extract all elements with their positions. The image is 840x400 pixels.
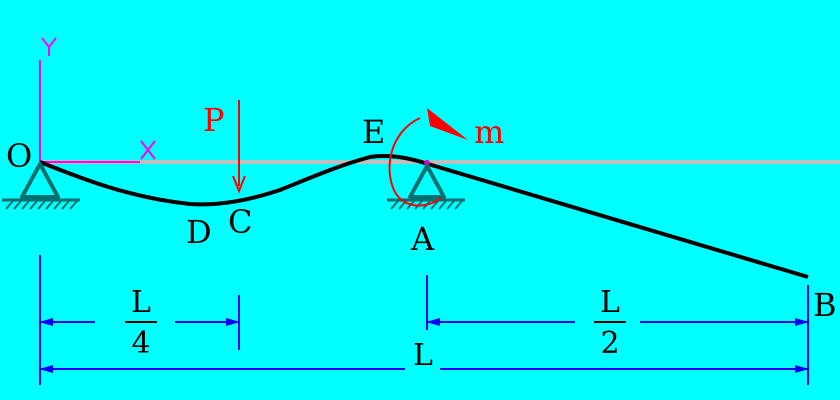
dim-quarter-denominator: 4 xyxy=(131,326,150,361)
force-p-head xyxy=(232,175,246,194)
support-o-triangle xyxy=(20,162,60,199)
support-a-triangle xyxy=(408,164,446,199)
support-o xyxy=(2,162,80,210)
label-point-c: C xyxy=(228,203,252,241)
coordinate-axes xyxy=(39,37,156,163)
moment-m-arc xyxy=(388,117,442,207)
label-point-b: B xyxy=(813,286,837,324)
support-a-pin xyxy=(424,160,430,166)
x-axis-glyph xyxy=(140,140,156,160)
label-origin-o: O xyxy=(6,137,32,175)
dim-half-numerator: L xyxy=(600,285,620,320)
label-point-e: E xyxy=(362,113,385,151)
dim-total-label: L xyxy=(413,338,433,373)
y-axis-glyph xyxy=(41,37,57,56)
dim-half-denominator: 2 xyxy=(600,326,619,361)
label-force-p: P xyxy=(203,101,225,139)
moment-m-head xyxy=(427,108,468,140)
dimension-lines xyxy=(39,255,809,385)
label-moment-m: m xyxy=(474,113,504,151)
label-point-d: D xyxy=(186,213,212,251)
deflection-curve xyxy=(39,153,809,279)
moment-m-arrow xyxy=(388,108,468,207)
support-o-hatch xyxy=(5,200,78,210)
force-p-arrow xyxy=(232,100,246,194)
dim-quarter-numerator: L xyxy=(131,285,151,320)
support-a xyxy=(387,160,465,210)
label-point-a: A xyxy=(410,220,435,258)
